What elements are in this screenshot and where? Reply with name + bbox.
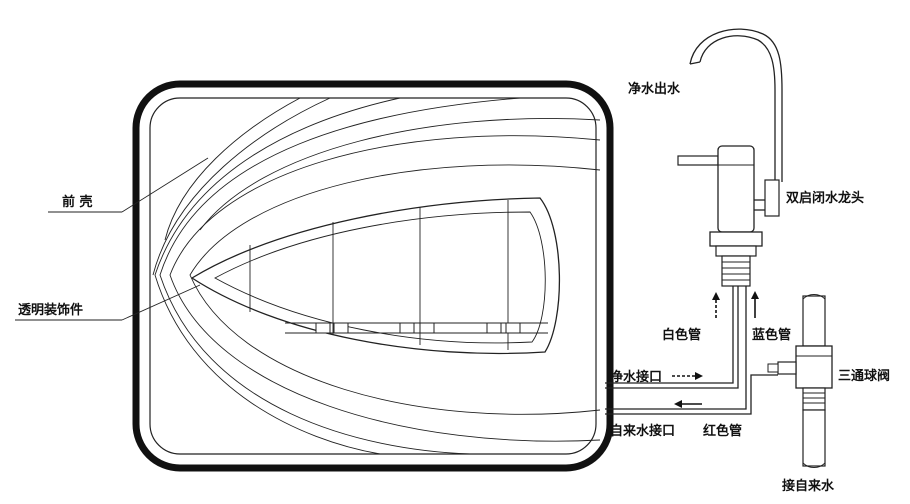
faucet <box>677 28 783 287</box>
front-shell <box>132 80 614 472</box>
swoosh-curves <box>152 97 601 455</box>
label-blue-tube: 蓝色管 <box>752 327 791 343</box>
flow-arrows <box>672 291 759 408</box>
transparent-decor <box>190 197 561 355</box>
label-tap-inlet: 接自来水 <box>782 478 835 494</box>
label-red-tube: 红色管 <box>703 423 742 439</box>
label-faucet: 双启闭水龙头 <box>786 190 864 206</box>
label-pure-outlet: 净水出水 <box>628 81 681 97</box>
leader-lines <box>15 157 209 321</box>
pipes <box>605 285 778 415</box>
label-white-tube: 白色管 <box>662 327 701 343</box>
label-valve: 三通球阀 <box>838 368 890 384</box>
label-tap-port: 自来水接口 <box>610 423 675 439</box>
label-decor: 透明装饰件 <box>18 302 83 318</box>
labels: 前 壳 透明装饰件 净水出水 双启闭水龙头 白色管 蓝色管 净水接口 自来水接口… <box>18 81 890 494</box>
label-front-shell: 前 壳 <box>62 194 93 210</box>
three-way-valve <box>767 294 833 468</box>
label-pure-port: 净水接口 <box>610 369 662 385</box>
